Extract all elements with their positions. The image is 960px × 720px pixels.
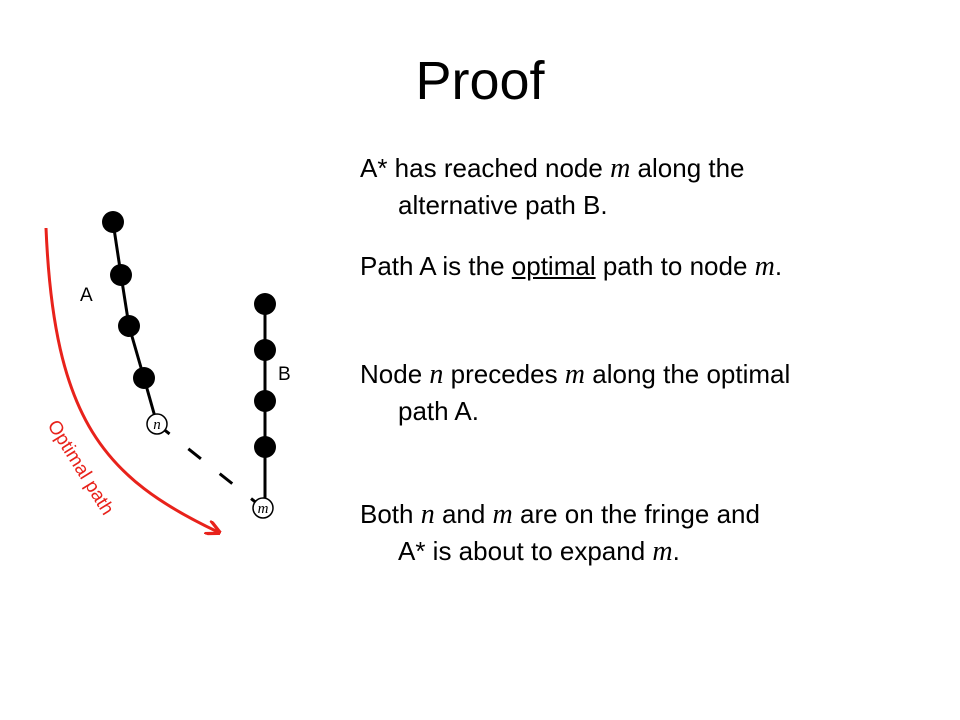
bullet-line: Both n and m are on the fringe and [360, 499, 760, 530]
bullet-text: along the optimal [585, 359, 791, 389]
bullet-text: along the [630, 153, 745, 183]
bullet-optimal-path: Path A is the optimal path to node m. [360, 248, 782, 285]
bullet-n-precedes-m: Node n precedes m along the optimal path … [360, 356, 790, 429]
bullet-text: A* has reached node [360, 153, 611, 183]
node-n-label: n [153, 417, 161, 433]
node-m-label: m [258, 501, 269, 517]
optimal-path-label: Optimal path [43, 417, 118, 519]
path-a-label: A [80, 285, 93, 306]
bullet-reached-node: A* has reached node m along the alternati… [360, 150, 745, 223]
dashed-link-n-m [156, 422, 264, 510]
slide-title: Proof [415, 51, 545, 111]
bullet-line-continuation: path A. [360, 393, 790, 429]
bullet-text: A* is about to expand [398, 536, 653, 566]
bullet-text: are on the fringe and [512, 499, 760, 529]
math-variable: m [564, 359, 586, 390]
path-b-node [254, 339, 276, 361]
node-m: m [252, 497, 274, 519]
bullet-text: path A. [398, 396, 479, 426]
path-a-nodes [102, 211, 155, 389]
math-variable: n [429, 359, 444, 390]
bullet-text: . [672, 536, 680, 566]
bullet-line: Node n precedes m along the optimal [360, 359, 791, 390]
path-a-node [133, 367, 155, 389]
bullet-text: Path A is the [360, 251, 512, 281]
path-a-node [110, 264, 132, 286]
bullet-line-continuation: A* is about to expand m. [360, 533, 760, 570]
path-b-nodes [254, 293, 276, 458]
bullet-line: Path A is the optimal path to node m. [360, 251, 783, 282]
path-a-node [102, 211, 124, 233]
path-a-node [118, 315, 140, 337]
bullet-text: . [774, 251, 783, 281]
bullet-text: Node [360, 359, 430, 389]
math-variable: m [652, 536, 673, 567]
math-variable: m [492, 499, 513, 530]
math-variable: m [610, 153, 631, 184]
bullet-text: path to node [595, 251, 755, 281]
bullet-text: precedes [443, 359, 565, 389]
path-b-node [254, 436, 276, 458]
path-b-node [254, 293, 276, 315]
math-variable: n [420, 499, 435, 530]
bullet-line: A* has reached node m along the [360, 153, 745, 184]
bullet-line-continuation: alternative path B. [360, 187, 745, 223]
optimal-path-arrow [44, 227, 218, 532]
path-b-label: B [278, 364, 291, 385]
bullet-text: alternative path B. [398, 190, 608, 220]
bullet-text: Both [360, 499, 421, 529]
underlined-text: optimal [511, 251, 596, 281]
math-variable: m [754, 251, 775, 282]
node-n: n [146, 413, 168, 435]
path-b-node [254, 390, 276, 412]
bullet-text: and [434, 499, 493, 529]
